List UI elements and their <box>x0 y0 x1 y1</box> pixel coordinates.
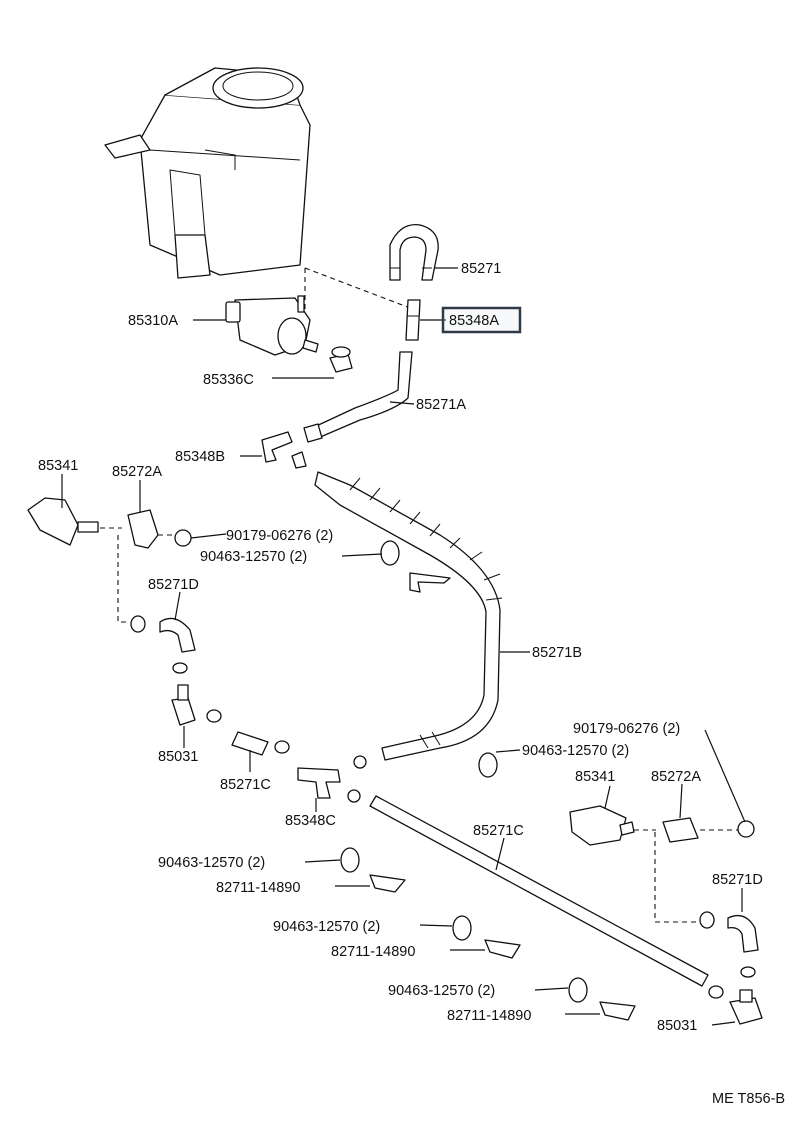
highlight-box-85348a[interactable] <box>441 306 522 334</box>
label-90179-right[interactable]: 90179-06276 (2) <box>573 721 680 737</box>
hose-85271c-short <box>231 731 290 756</box>
label-85341-right[interactable]: 85341 <box>575 769 615 785</box>
label-85272a-right[interactable]: 85272A <box>651 769 701 785</box>
clamp-clip-group-2 <box>452 915 521 959</box>
hose-85271b <box>314 471 503 761</box>
label-85272a-left[interactable]: 85272A <box>112 464 162 480</box>
label-85031-right[interactable]: 85031 <box>657 1018 697 1034</box>
label-85271d-left[interactable]: 85271D <box>148 577 199 593</box>
tank-connection-dash <box>304 267 411 310</box>
highlight-fill <box>443 308 520 332</box>
joint-85348c <box>297 755 367 803</box>
label-90179-left[interactable]: 90179-06276 (2) <box>226 528 333 544</box>
label-85271[interactable]: 85271 <box>461 261 501 277</box>
label-90463-c[interactable]: 90463-12570 (2) <box>158 855 265 871</box>
elbow-85271d-left <box>130 615 196 674</box>
label-90463-a[interactable]: 90463-12570 (2) <box>200 549 307 565</box>
joint-85348a <box>405 299 421 341</box>
label-85348a[interactable]: 85348A <box>449 313 499 329</box>
dash-right-vertical <box>654 832 698 923</box>
label-85271c-right[interactable]: 85271C <box>473 823 524 839</box>
label-85271a[interactable]: 85271A <box>416 397 466 413</box>
label-90463-d[interactable]: 90463-12570 (2) <box>273 919 380 935</box>
bracket-right <box>634 817 755 843</box>
label-85348b[interactable]: 85348B <box>175 449 225 465</box>
u-hose <box>389 224 439 281</box>
washer-tank <box>104 67 311 279</box>
label-85271c-left[interactable]: 85271C <box>220 777 271 793</box>
clamp-clip-group-3 <box>568 977 636 1021</box>
nozzle-right <box>569 805 635 846</box>
hose-clamp-right <box>478 752 498 778</box>
label-82711-c[interactable]: 82711-14890 <box>447 1008 531 1024</box>
label-85031-left[interactable]: 85031 <box>158 749 198 765</box>
label-85336c[interactable]: 85336C <box>203 372 254 388</box>
footer-code: ME T856-B <box>712 1091 785 1107</box>
label-85348c[interactable]: 85348C <box>285 813 336 829</box>
hose-85271a <box>303 351 413 443</box>
elbow-85271d-right <box>699 911 759 978</box>
dash-left-vertical <box>117 535 130 623</box>
leader-lines <box>61 267 746 1026</box>
label-90463-b[interactable]: 90463-12570 (2) <box>522 743 629 759</box>
joint-85348b <box>261 431 307 469</box>
washer-pump <box>225 295 319 356</box>
grommet <box>329 346 353 373</box>
nozzle-left <box>27 497 99 546</box>
label-85310a[interactable]: 85310A <box>128 313 178 329</box>
hose-85271c-long <box>369 795 709 987</box>
clamp-clip-group-1 <box>340 847 406 893</box>
check-valve-left <box>171 684 222 726</box>
hose-clamp-upper <box>380 540 451 593</box>
check-valve-right <box>708 985 763 1025</box>
label-82711-b[interactable]: 82711-14890 <box>331 944 415 960</box>
bracket-left <box>127 509 159 549</box>
label-85341-left[interactable]: 85341 <box>38 458 78 474</box>
part-labels: 85271 85348A 85310A 85336C 85271A 85348B… <box>38 261 785 1107</box>
label-90463-e[interactable]: 90463-12570 (2) <box>388 983 495 999</box>
label-82711-a[interactable]: 82711-14890 <box>216 880 300 896</box>
label-85271d-right[interactable]: 85271D <box>712 872 763 888</box>
label-85271b[interactable]: 85271B <box>532 645 582 661</box>
grommet-left <box>100 527 192 547</box>
